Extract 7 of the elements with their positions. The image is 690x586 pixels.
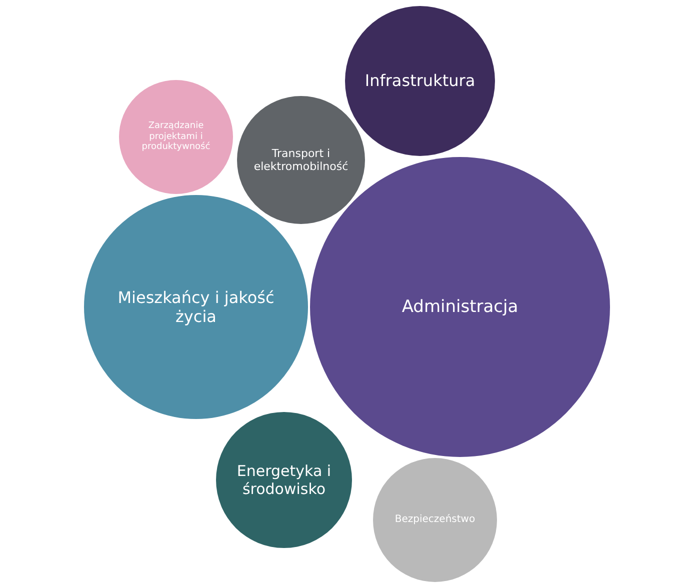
bubble-label: Infrastruktura [364, 71, 476, 91]
bubble-label: Zarządzanie projektami i produktywność [140, 120, 212, 154]
bubble-label: Transport i elektromobilność [252, 146, 350, 174]
bubble-label: Energetyka i środowisko [236, 462, 332, 498]
bubble-label: Bezpieczeństwo [394, 514, 476, 526]
bubble-label: Administracja [402, 296, 518, 318]
bubble-label: Mieszkańcy i jakość życia [116, 288, 276, 326]
